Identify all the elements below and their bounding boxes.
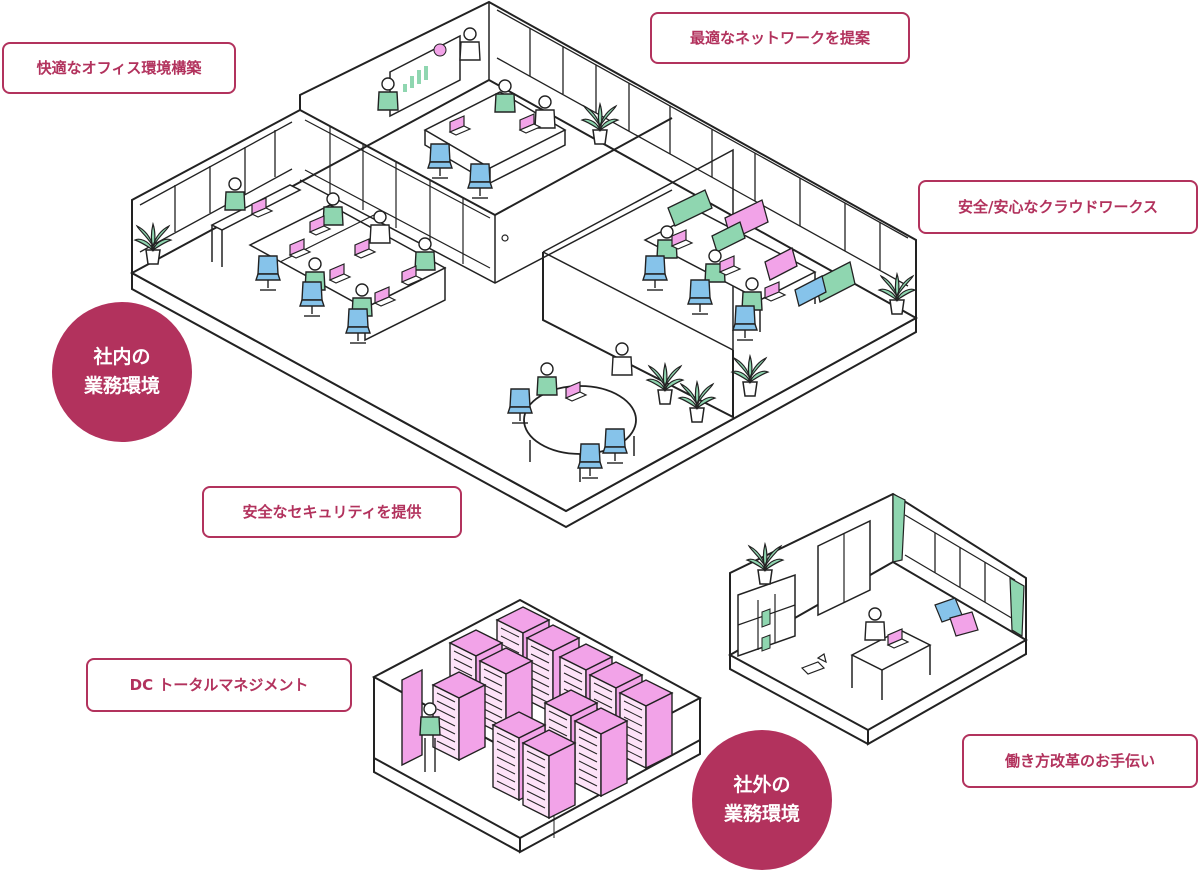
home-office bbox=[727, 492, 1028, 746]
callout-security-text: 安全なセキュリティを提供 bbox=[242, 502, 422, 521]
data-center bbox=[371, 598, 703, 854]
callout-dc: DC トータルマネジメント bbox=[86, 658, 352, 712]
internal-badge-line1: 社内の bbox=[93, 345, 151, 368]
callout-network-text: 最適なネットワークを提案 bbox=[689, 28, 870, 47]
callout-network: 最適なネットワークを提案 bbox=[650, 12, 910, 64]
office-floor bbox=[129, 0, 919, 529]
callout-office-text: 快適なオフィス環境構築 bbox=[36, 58, 202, 77]
callout-cloud: 安全/安心なクラウドワークス bbox=[918, 180, 1198, 234]
external-badge-line1: 社外の bbox=[733, 773, 791, 796]
internal-environment-badge: 社内の 業務環境 bbox=[52, 302, 192, 442]
callout-office: 快適なオフィス環境構築 bbox=[2, 42, 236, 94]
callout-dc-text: DC トータルマネジメント bbox=[129, 675, 309, 694]
callout-cloud-text: 安全/安心なクラウドワークス bbox=[957, 197, 1159, 216]
external-badge-line2: 業務環境 bbox=[723, 803, 800, 825]
callout-workstyle-text: 働き方改革のお手伝い bbox=[1004, 751, 1155, 770]
callout-security: 安全なセキュリティを提供 bbox=[202, 486, 462, 538]
internal-badge-line2: 業務環境 bbox=[83, 375, 160, 397]
external-environment-badge: 社外の 業務環境 bbox=[692, 730, 832, 870]
callout-workstyle: 働き方改革のお手伝い bbox=[962, 734, 1198, 788]
